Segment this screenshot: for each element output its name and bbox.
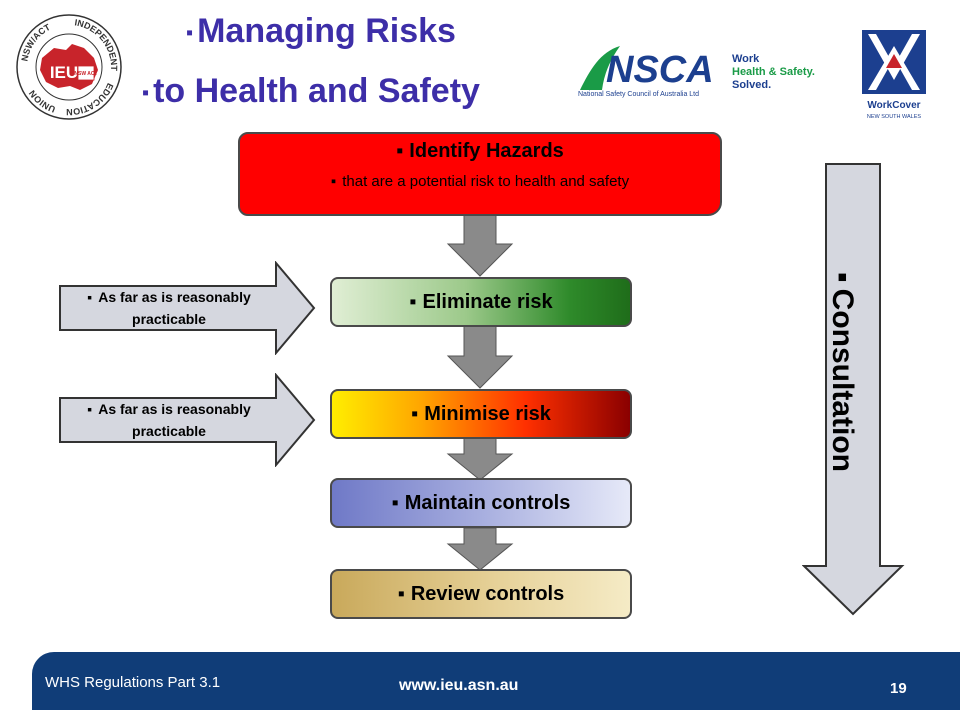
workcover-name: WorkCover: [867, 100, 920, 111]
consultation-label: Consultation: [825, 272, 859, 472]
identify-hazards-box: Identify Hazards that are a potential ri…: [238, 132, 722, 216]
side-note-2: As far as is reasonably practicable: [64, 398, 274, 442]
connector-arrow-2: [446, 325, 514, 389]
step-maintain-controls: Maintain controls: [330, 478, 632, 528]
footer-url[interactable]: www.ieu.asn.au: [399, 677, 519, 694]
page-number: 19: [890, 680, 907, 697]
side-note-1: As far as is reasonably practicable: [64, 286, 274, 330]
step-review-controls: Review controls: [330, 569, 632, 619]
workcover-sub: NEW SOUTH WALES: [867, 114, 922, 120]
nsca-name: NSCA: [606, 49, 714, 91]
identify-hazards-title: Identify Hazards: [240, 140, 720, 163]
slide-title-line1: Managing Risks: [186, 12, 456, 51]
connector-arrow-3: [446, 437, 514, 481]
identify-hazards-subtitle: that are a potential risk to health and …: [240, 171, 720, 193]
nsca-logo: NSCA National Safety Council of Australi…: [578, 46, 815, 98]
nsca-subtitle: National Safety Council of Australia Ltd: [578, 91, 699, 98]
step-review-controls-label: Review controls: [398, 583, 564, 606]
connector-arrow-1: [446, 214, 514, 277]
footer-reference: WHS Regulations Part 3.1: [45, 674, 221, 691]
ieu-logo: NSW/ACT INDEPENDENT EDUCATION UNION IEU …: [16, 14, 122, 120]
slide-title-line2: to Health and Safety: [142, 72, 480, 111]
footer-bar: [32, 652, 960, 710]
step-eliminate-risk: Eliminate risk: [330, 277, 632, 327]
connector-arrow-4: [446, 527, 514, 571]
nsca-tagline-3: Solved.: [732, 79, 771, 91]
nsca-tagline-2: Health & Safety.: [732, 66, 815, 78]
flow-connectors: [446, 214, 514, 571]
nsca-tagline-1: Work: [732, 53, 760, 65]
step-eliminate-risk-label: Eliminate risk: [409, 291, 553, 314]
ieu-badge-text: NSW ACT: [74, 71, 97, 77]
workcover-logo: WorkCover NEW SOUTH WALES: [862, 30, 926, 120]
step-maintain-controls-label: Maintain controls: [392, 492, 571, 515]
step-minimise-risk: Minimise risk: [330, 389, 632, 439]
step-minimise-risk-label: Minimise risk: [411, 403, 551, 426]
ieu-center-text: IEU: [50, 63, 78, 82]
